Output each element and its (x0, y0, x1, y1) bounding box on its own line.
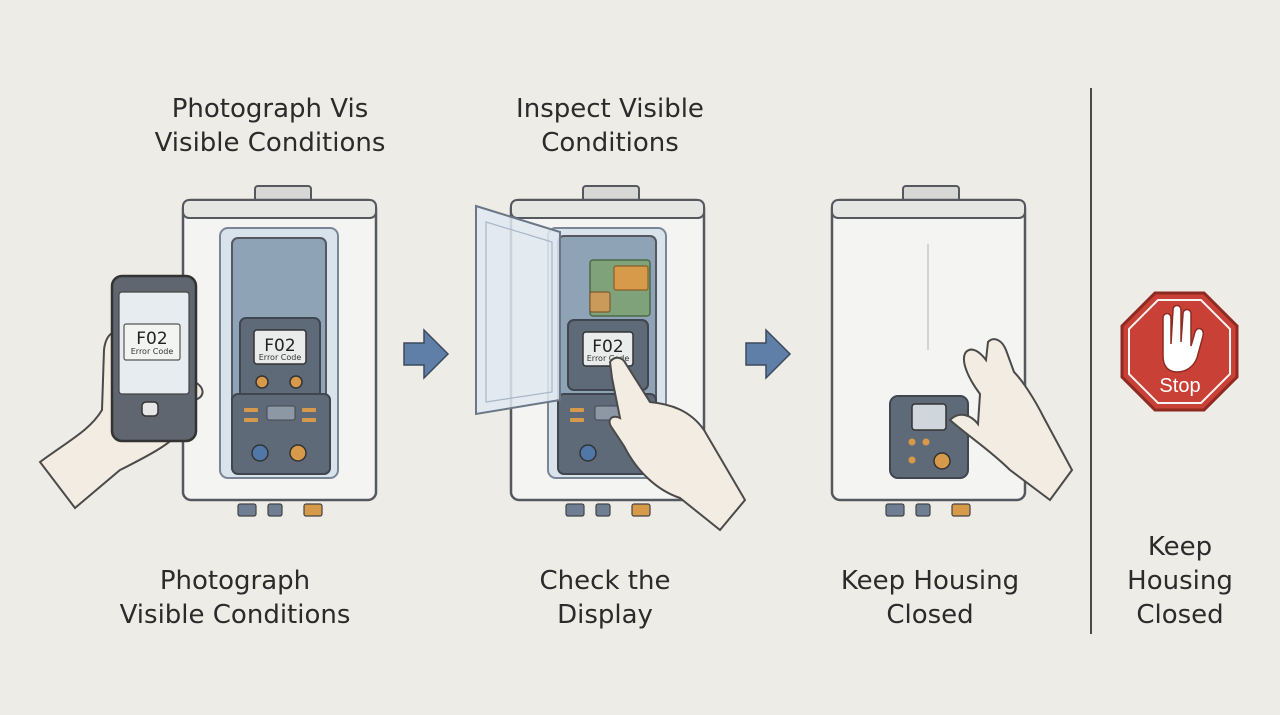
flat-hand-icon (948, 338, 1074, 502)
step-1-heading: Photograph Vis Visible Conditions (154, 94, 386, 158)
smartphone-icon (110, 274, 198, 443)
step-3-caption: Keep Housing Closed (840, 566, 1020, 630)
water-heater-1 (181, 185, 378, 517)
phone-display-code: F02 (136, 329, 167, 349)
heater-1-display-code: F02 (264, 336, 295, 356)
step-2-caption: Check the Display (539, 566, 671, 630)
heater-2-display-code: F02 (592, 337, 623, 357)
arrow-right-icon-2 (745, 328, 792, 380)
phone-display-sub: Error Code (131, 347, 174, 356)
stop-sign-label: Stop (1159, 375, 1200, 397)
arrow-right-icon (403, 328, 450, 380)
stop-caption: Keep Housing Closed (1127, 532, 1233, 630)
heater-2-display-sub: Error Code (587, 354, 630, 363)
stop-sign-icon (1120, 291, 1239, 412)
step-1-caption: Photograph Visible Conditions (119, 566, 351, 630)
pointing-hand-icon (608, 356, 747, 532)
step-2-heading: Inspect Visible Conditions (516, 94, 704, 158)
heater-1-display-sub: Error Code (259, 353, 302, 362)
